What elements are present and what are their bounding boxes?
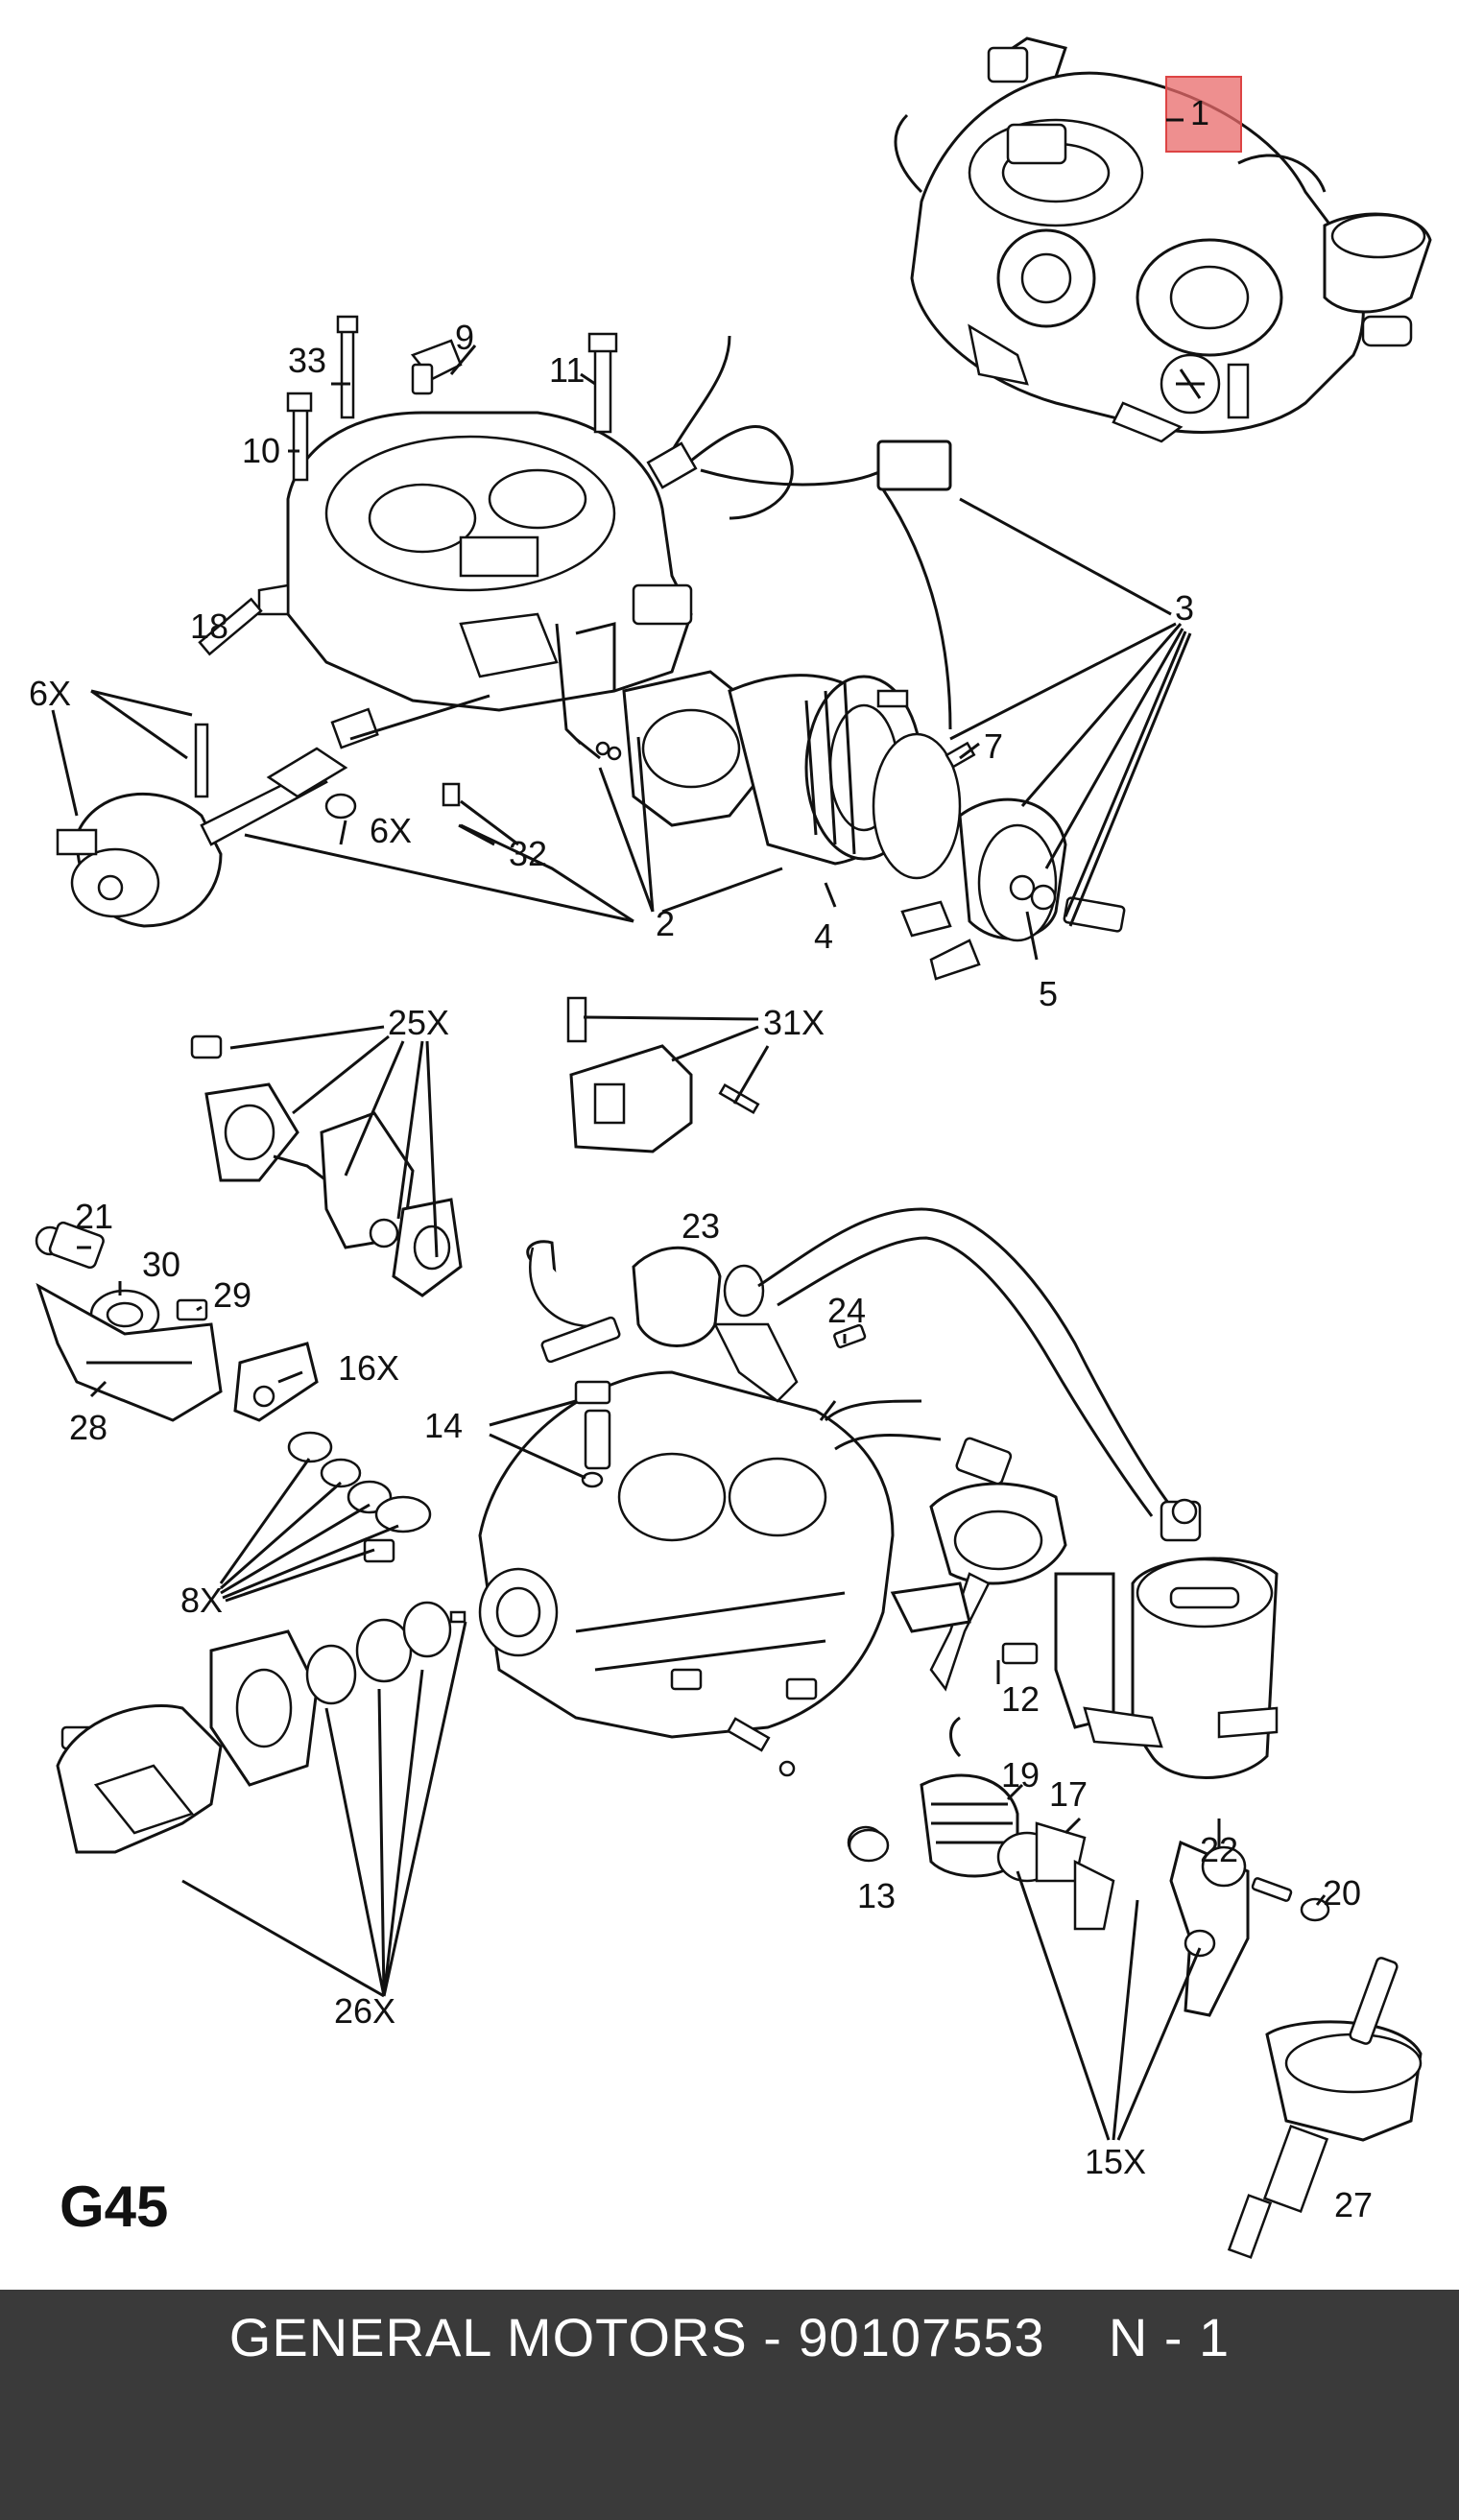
callout-5: 5 — [1039, 974, 1058, 1013]
callout-27: 27 — [1334, 2185, 1373, 2224]
callout-16x: 16X — [338, 1348, 399, 1388]
callout-17: 17 — [1049, 1774, 1088, 1814]
throttle-positioner-illustration — [555, 623, 1126, 981]
callout-6x-center: 6X — [370, 811, 412, 850]
callout-28: 28 — [69, 1408, 108, 1447]
callout-31x: 31X — [763, 1003, 825, 1042]
callout-21: 21 — [75, 1197, 113, 1236]
callout-22: 22 — [1200, 1830, 1238, 1869]
part-1-highlight-box — [1165, 76, 1242, 153]
callout-20: 20 — [1323, 1873, 1361, 1913]
callout-6x-left: 6X — [29, 674, 71, 713]
callout-18: 18 — [190, 606, 228, 646]
callout-29: 29 — [213, 1275, 251, 1315]
choke-cover-illustration — [848, 1716, 1423, 2259]
callout-12: 12 — [1001, 1679, 1040, 1719]
callout-3: 3 — [1175, 588, 1194, 628]
carburetor-body-illustration — [478, 1207, 1279, 1860]
lever-bracket-illustration — [35, 1221, 319, 1422]
callout-23: 23 — [682, 1206, 720, 1246]
carburetor-cover-illustration — [198, 315, 952, 730]
callout-labels: 1 2 3 4 5 6X 6X 7 8X 9 10 11 12 13 14 15… — [29, 93, 1373, 2224]
page-code-label: G45 — [60, 2175, 169, 2239]
callout-25x: 25X — [388, 1003, 449, 1042]
callout-15x: 15X — [1085, 2142, 1146, 2181]
accelerator-pump-illustration — [190, 1034, 463, 1297]
callout-9: 9 — [455, 318, 474, 357]
callout-24: 24 — [827, 1291, 866, 1330]
exploded-parts-diagram: 1 2 3 4 5 6X 6X 7 8X 9 10 11 12 13 14 15… — [29, 36, 1432, 2259]
callout-32: 32 — [509, 834, 547, 873]
insulator-block-illustration — [566, 996, 760, 1153]
callout-1: 1 — [1190, 93, 1209, 132]
callout-13: 13 — [857, 1876, 896, 1915]
callout-2: 2 — [656, 904, 675, 943]
footer-part-number-text: GENERAL MOTORS - 90107553 N - 1 — [228, 2307, 1231, 2367]
footer-bar — [0, 2290, 1459, 2520]
callout-19: 19 — [1001, 1755, 1040, 1795]
callout-30: 30 — [142, 1245, 180, 1284]
pull-down-diaphragm-illustration — [56, 707, 461, 928]
callout-7: 7 — [984, 726, 1003, 766]
float-needle-parts-illustration — [287, 1431, 432, 1563]
callout-4: 4 — [814, 916, 833, 956]
leader-lines — [51, 118, 1327, 2141]
callout-14: 14 — [424, 1406, 463, 1445]
mounting-flange-illustration — [56, 1601, 466, 1854]
callout-11: 11 — [549, 350, 585, 390]
callout-10: 10 — [242, 431, 280, 470]
carburetor-assembly-illustration — [894, 36, 1432, 443]
callout-26x: 26X — [334, 1991, 395, 2031]
callout-33: 33 — [288, 341, 326, 380]
callout-8x: 8X — [180, 1581, 223, 1620]
